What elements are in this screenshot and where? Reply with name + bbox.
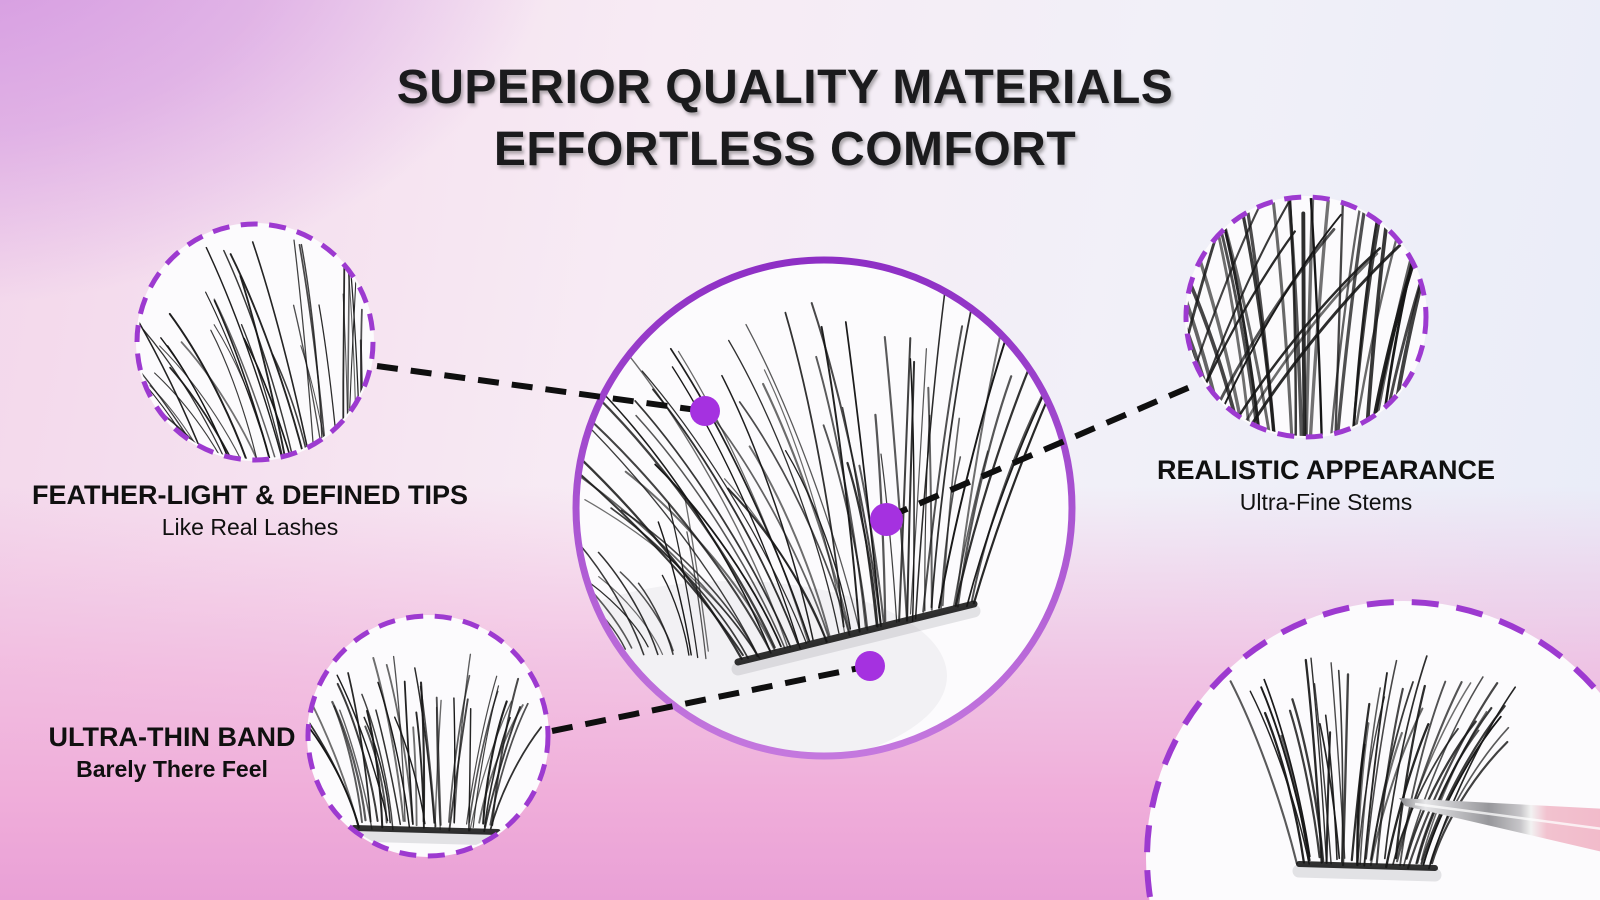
- dashed-circle-ring: [1183, 194, 1429, 440]
- callout-feather-light: FEATHER-LIGHT & DEFINED TIPS Like Real L…: [10, 480, 490, 541]
- lash-strokes: [1229, 655, 1517, 882]
- callout-subtitle: Like Real Lashes: [161, 514, 339, 540]
- page-title: SUPERIOR QUALITY MATERIALS EFFORTLESS CO…: [0, 57, 1570, 181]
- callout-ultra-thin-band: ULTRA-THIN BAND Barely There Feel: [12, 722, 332, 783]
- callout-dot-feather: [690, 396, 720, 426]
- main-lash-photo-circle: [572, 256, 1076, 760]
- main-lash-photo: [572, 256, 1076, 760]
- lash-band-photo: [305, 613, 551, 859]
- title-line-2: EFFORTLESS COMFORT: [493, 123, 1077, 176]
- callout-dot-band: [855, 651, 885, 681]
- title-line-1: SUPERIOR QUALITY MATERIALS: [396, 61, 1174, 114]
- callout-title: REALISTIC APPEARANCE: [1156, 455, 1496, 485]
- callout-dot-realistic: [870, 503, 903, 536]
- tweezer-application-photo-circle: [1143, 598, 1600, 900]
- callout-subtitle: Barely There Feel: [76, 756, 268, 782]
- lash-tips-photo-circle: [132, 219, 378, 465]
- lash-stems-photo: [1183, 194, 1429, 440]
- dashed-circle-ring: [305, 613, 551, 859]
- tweezer-application-photo: [1144, 599, 1600, 900]
- callout-title: FEATHER-LIGHT & DEFINED TIPS: [32, 480, 468, 510]
- lash-tips-photo: [134, 221, 376, 463]
- lash-band-photo-circle: [304, 612, 552, 860]
- dashed-circle-ring: [134, 221, 376, 463]
- lash-strokes: [309, 653, 542, 846]
- callout-title: ULTRA-THIN BAND: [48, 722, 296, 752]
- callout-subtitle: Ultra-Fine Stems: [1239, 489, 1413, 515]
- callout-realistic-appearance: REALISTIC APPEARANCE Ultra-Fine Stems: [1086, 455, 1566, 516]
- lash-stems-photo-circle: [1182, 193, 1430, 441]
- tweezers: [1399, 798, 1600, 866]
